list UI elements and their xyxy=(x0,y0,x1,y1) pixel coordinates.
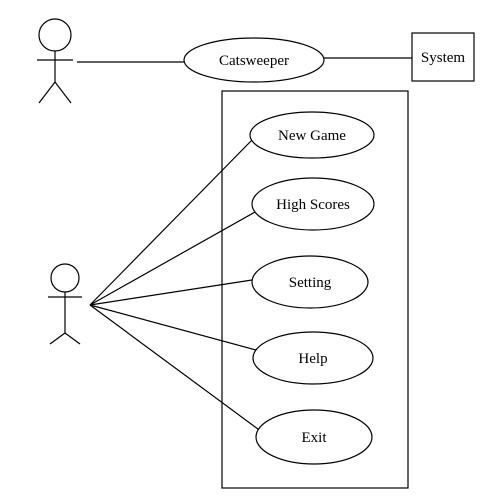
use-case-high-scores-ellipse xyxy=(251,177,375,231)
use-case-exit: Exit xyxy=(255,409,373,465)
system-boundary xyxy=(221,90,409,489)
actor-top-leg-left xyxy=(38,81,56,104)
actor-bottom-leg-left xyxy=(49,332,66,345)
actor-bottom-head xyxy=(50,263,80,293)
use-case-high-scores: High Scores xyxy=(251,177,375,231)
system-box-label: System xyxy=(421,50,466,66)
use-case-catsweeper-label: Catsweeper xyxy=(219,53,289,69)
use-case-help-ellipse xyxy=(252,331,374,385)
use-case-new-game-ellipse xyxy=(249,111,375,159)
actor-bottom xyxy=(48,263,82,345)
association-exit xyxy=(89,304,263,433)
association-setting xyxy=(89,279,253,306)
use-case-exit-label: Exit xyxy=(302,430,328,446)
use-case-setting: Setting xyxy=(251,255,369,309)
associations-bottom xyxy=(89,139,263,433)
association-help xyxy=(89,304,257,351)
use-case-high-scores-label: High Scores xyxy=(276,197,350,213)
actor-top-leg-right xyxy=(54,81,72,104)
actor-bottom-leg-right xyxy=(64,332,81,345)
use-case-new-game-label: New Game xyxy=(278,128,346,144)
association-new-game xyxy=(89,139,253,306)
use-case-setting-label: Setting xyxy=(289,275,332,291)
system-box: System xyxy=(411,32,475,82)
system-box-rect xyxy=(411,32,475,82)
use-case-help: Help xyxy=(252,331,374,385)
use-case-catsweeper-ellipse xyxy=(183,37,325,83)
actor-top xyxy=(37,18,73,104)
use-case-new-game: New Game xyxy=(249,111,375,159)
association-high-scores xyxy=(89,211,256,306)
use-case-setting-ellipse xyxy=(251,255,369,309)
use-case-exit-ellipse xyxy=(255,409,373,465)
actor-top-head xyxy=(38,18,72,52)
use-case-help-label: Help xyxy=(298,351,327,367)
use-case-catsweeper: Catsweeper xyxy=(183,37,325,83)
